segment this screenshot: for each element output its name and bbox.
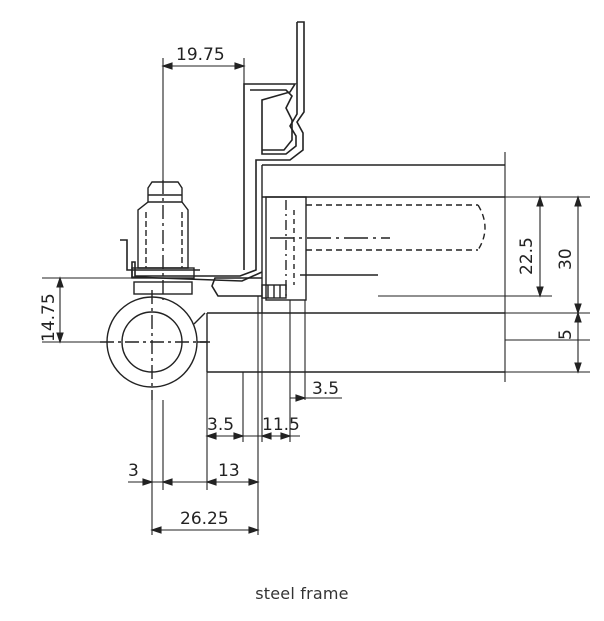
dimension-bottom (128, 296, 342, 535)
figure-caption: steel frame (255, 584, 349, 603)
label-3-5-small: 3.5 (312, 379, 339, 399)
label-13: 13 (218, 461, 240, 481)
hinge-knuckle (100, 290, 210, 400)
label-30: 30 (556, 248, 576, 270)
label-11-5: 11.5 (262, 415, 300, 435)
label-5: 5 (556, 329, 576, 340)
dimension-left-height (42, 276, 132, 344)
door-hinge-body (261, 196, 486, 301)
dimension-top-width (161, 58, 246, 180)
label-3: 3 (128, 461, 139, 481)
label-14-75: 14.75 (39, 293, 59, 342)
label-3-5: 3.5 (207, 415, 234, 435)
door-leaf (206, 164, 505, 373)
label-19-75: 19.75 (176, 45, 225, 65)
label-22-5: 22.5 (517, 237, 537, 275)
frame-hinge-bolt (131, 180, 195, 300)
dimension-right (378, 152, 590, 382)
label-26-25: 26.25 (180, 509, 229, 529)
technical-drawing: 19.75 14.75 22.5 30 5 3.5 3.5 11.5 3 13 … (39, 21, 590, 535)
